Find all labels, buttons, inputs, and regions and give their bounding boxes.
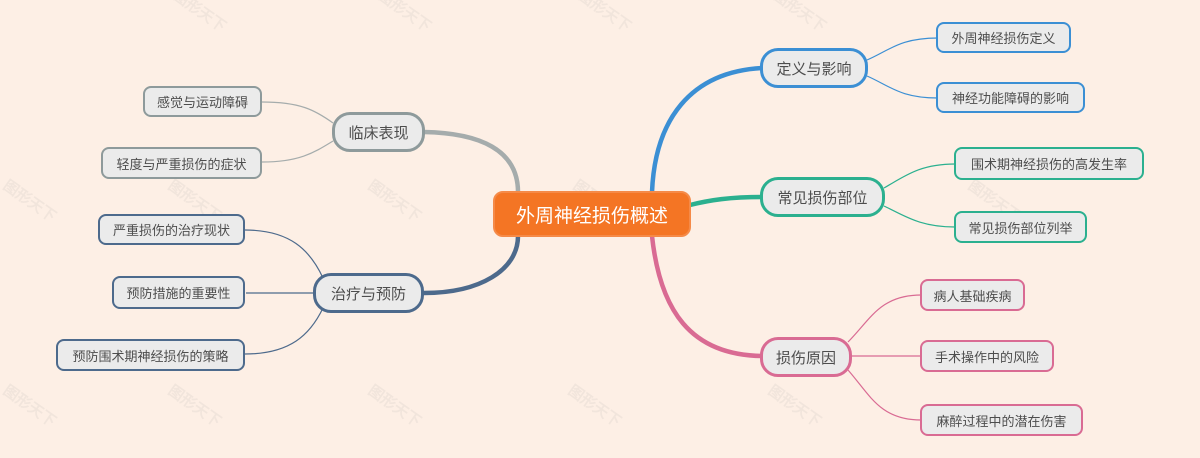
- subtopic-high-incidence[interactable]: 围术期神经损伤的高发生率: [954, 147, 1144, 180]
- subtopic-treatment-status[interactable]: 严重损伤的治疗现状: [98, 214, 245, 245]
- topic-common-sites[interactable]: 常见损伤部位: [760, 177, 885, 217]
- topic-definition-impact[interactable]: 定义与影响: [760, 48, 868, 88]
- subtopic-surgical-risk[interactable]: 手术操作中的风险: [920, 340, 1054, 372]
- topic-clinical-signs[interactable]: 临床表现: [332, 112, 425, 152]
- subtopic-underlying-disease[interactable]: 病人基础疾病: [920, 279, 1025, 311]
- topic-treatment-prevention[interactable]: 治疗与预防: [313, 273, 424, 313]
- subtopic-severity-symptoms[interactable]: 轻度与严重损伤的症状: [101, 147, 262, 179]
- root-node[interactable]: 外周神经损伤概述: [493, 191, 691, 237]
- subtopic-site-list[interactable]: 常见损伤部位列举: [954, 211, 1087, 243]
- subtopic-dysfunction-impact[interactable]: 神经功能障碍的影响: [936, 82, 1085, 113]
- topic-causes[interactable]: 损伤原因: [760, 337, 852, 377]
- subtopic-prevention-strategy[interactable]: 预防围术期神经损伤的策略: [56, 339, 245, 371]
- subtopic-definition[interactable]: 外周神经损伤定义: [936, 22, 1071, 53]
- subtopic-sensory-motor[interactable]: 感觉与运动障碍: [143, 86, 262, 117]
- subtopic-prevention-importance[interactable]: 预防措施的重要性: [112, 276, 245, 309]
- subtopic-anesthesia-harm[interactable]: 麻醉过程中的潜在伤害: [920, 404, 1083, 436]
